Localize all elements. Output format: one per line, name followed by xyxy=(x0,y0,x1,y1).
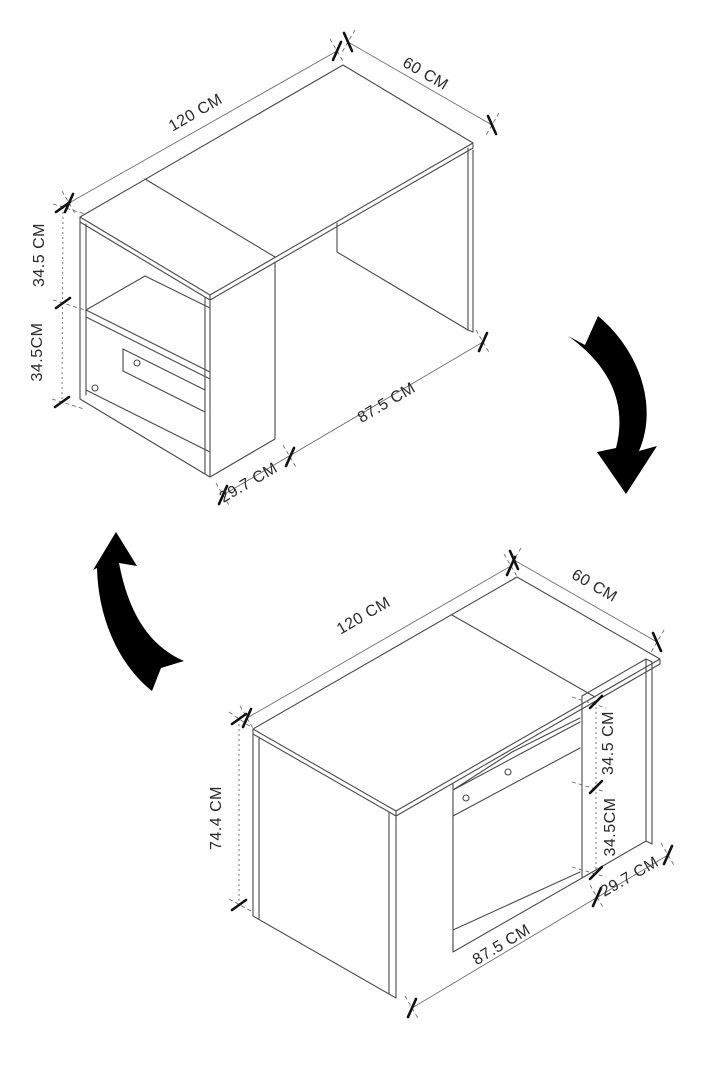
dim-label-length: 120 CM xyxy=(166,91,226,135)
dim-label-open-width: 87.5 CM xyxy=(470,921,534,969)
dim-label-lower-shelf: 34.5CM xyxy=(602,797,619,856)
dimension-labels: 120 CM 60 CM 34.5 CM 34.5CM 29.7 CM 87.5… xyxy=(29,54,451,506)
dim-label-shelf-width: 29.7 CM xyxy=(217,460,281,507)
extension-lines xyxy=(51,29,500,508)
rotate-arrow-down-icon xyxy=(568,316,657,494)
dim-label-upper-shelf: 34.5 CM xyxy=(600,711,617,775)
desk-view-shelf-right: 120 CM 60 CM 74.4 CM 34.5 CM 34.5CM 87.5… xyxy=(208,547,676,1021)
dimension-ticks xyxy=(53,31,498,506)
dim-label-open-width: 87.5 CM xyxy=(355,380,419,427)
dim-label-lower-shelf: 34.5CM xyxy=(29,322,46,381)
cam-hole xyxy=(91,384,99,392)
desk-view-shelf-left: 120 CM 60 CM 34.5 CM 34.5CM 29.7 CM 87.5… xyxy=(29,29,500,508)
dim-label-upper-shelf: 34.5 CM xyxy=(31,223,48,287)
dim-label-length: 120 CM xyxy=(334,594,394,638)
cam-hole xyxy=(504,768,512,776)
dim-label-depth: 60 CM xyxy=(400,54,451,94)
rotation-arrows xyxy=(93,316,657,691)
dimension-ticks xyxy=(230,549,674,1019)
desk-line-art xyxy=(79,64,474,478)
desk-outline-bottom-figure xyxy=(252,576,661,999)
cam-hole xyxy=(133,359,141,367)
dim-label-height: 74.4 CM xyxy=(208,786,225,850)
dimension-labels: 120 CM 60 CM 74.4 CM 34.5 CM 34.5CM 87.5… xyxy=(208,566,662,969)
dimension-lines xyxy=(61,41,493,496)
dim-label-depth: 60 CM xyxy=(569,566,620,606)
desk-outline-top-figure xyxy=(79,64,474,478)
dim-label-shelf-width: 29.7 CM xyxy=(598,854,662,901)
rotate-arrow-up-icon xyxy=(93,532,184,691)
desk-line-art xyxy=(252,576,661,999)
cam-hole xyxy=(462,794,470,802)
